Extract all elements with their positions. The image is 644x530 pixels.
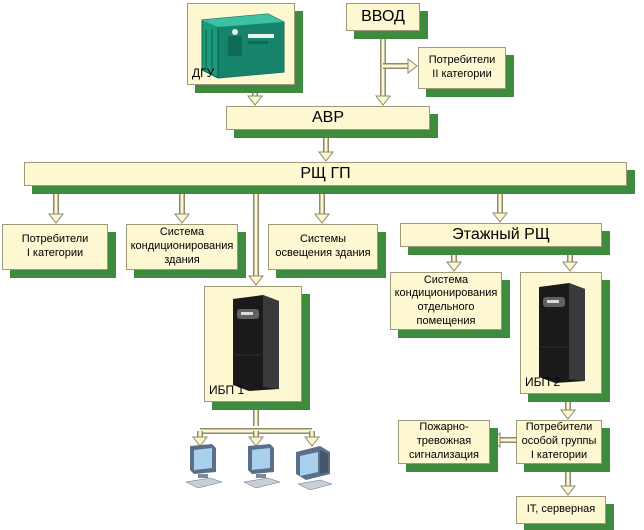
floor-rsch-box: Этажный РЩ — [400, 223, 602, 247]
dgu-box: ДГУ — [187, 3, 295, 85]
conditioning-building-box: Система кондиционирования здания — [126, 224, 238, 270]
ups1-box: ИБП 1 — [204, 286, 302, 402]
arrow-special-fire-head — [490, 431, 501, 449]
arrow-vvod-avr-head — [374, 95, 392, 106]
computer-workstation-icon — [244, 444, 281, 489]
consumers-cat1-label: Потребители I категории — [21, 233, 89, 259]
arrow-rschgp-light-head — [313, 213, 331, 224]
consumers-special-label: Потребители особой группы I категории — [521, 421, 597, 461]
ups2-label: ИБП 2 — [525, 375, 561, 389]
ups-tower-icon — [539, 283, 585, 383]
consumers-cat2-label: Потребители II категории — [428, 54, 496, 80]
arrow-vvod-cat2-head — [407, 57, 418, 75]
consumers-special-box: Потребители особой группы I категории — [516, 420, 602, 464]
arrow-ups2-special-head — [559, 409, 577, 420]
arrow-special-it-head — [559, 485, 577, 496]
arrow-rschgp-ups1-head — [247, 275, 265, 286]
arrow-rschgp-cat1-head — [47, 213, 65, 224]
diesel-generator-icon — [201, 13, 285, 79]
arrow-floor-condroom-head — [445, 261, 463, 272]
vvod-label: ВВОД — [361, 8, 405, 25]
arrow-ups1-pc2-head — [247, 436, 265, 447]
rsch-gp-box: РЩ ГП — [24, 162, 627, 186]
conditioning-room-label: Система кондиционирования отдельного пом… — [394, 273, 498, 327]
arrow-ups1-pc3-head — [303, 436, 321, 447]
arrow-ups1-pc1-head — [191, 436, 209, 447]
arrow-avr-rschgp-head — [317, 151, 335, 162]
avr-box: АВР — [226, 106, 430, 130]
ups-tower-icon — [233, 295, 279, 391]
fire-alarm-box: Пожарно-тревожная сигнализация — [398, 420, 490, 464]
consumers-cat2-box: Потребители II категории — [418, 47, 506, 89]
computer-workstation-icon — [296, 446, 333, 490]
arrow-floor-ups2-head — [561, 261, 579, 272]
dgu-label: ДГУ — [192, 66, 215, 80]
arrow-dgu-avr-head — [246, 95, 264, 106]
arrow-rschgp-cond-head — [173, 213, 191, 224]
it-server-box: IT, серверная — [516, 496, 606, 524]
conditioning-building-label: Система кондиционирования здания — [130, 226, 234, 266]
lighting-building-label: Системы освещения здания — [275, 233, 371, 259]
rsch-gp-label: РЩ ГП — [300, 165, 351, 182]
lighting-building-box: Системы освещения здания — [268, 224, 378, 270]
arrow-rschgp-floor-head — [491, 212, 509, 223]
ups2-box: ИБП 2 — [520, 272, 602, 394]
floor-rsch-label: Этажный РЩ — [452, 226, 550, 243]
computer-workstation-icon — [186, 444, 223, 489]
it-server-label: IT, серверная — [526, 503, 596, 516]
fire-alarm-label: Пожарно-тревожная сигнализация — [409, 421, 479, 461]
avr-label: АВР — [311, 109, 344, 126]
vvod-box: ВВОД — [346, 3, 420, 31]
consumers-cat1-box: Потребители I категории — [2, 224, 108, 270]
ups1-label: ИБП 1 — [209, 383, 245, 397]
conditioning-room-box: Система кондиционирования отдельного пом… — [390, 272, 502, 330]
